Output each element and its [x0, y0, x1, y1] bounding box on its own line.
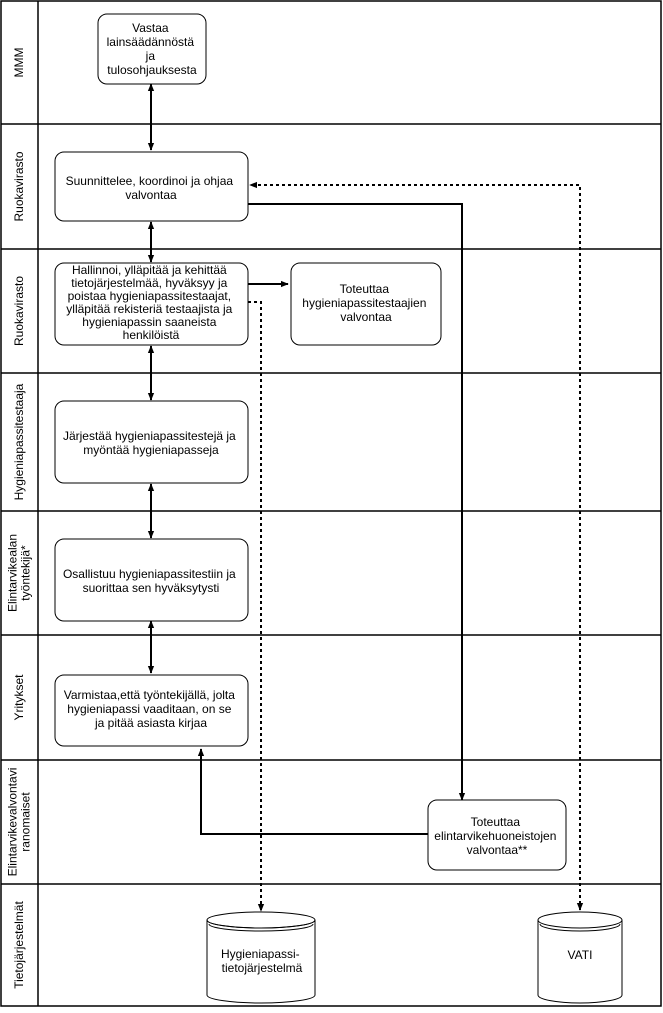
- lane-labels: MMMRuokavirastoRuokavirastoHygieniapassi…: [6, 48, 33, 989]
- vati-db-text: VATI: [568, 948, 593, 962]
- hygieniapassi-db-shape: [206, 911, 316, 1004]
- mmm-box: [97, 13, 207, 85]
- box-texts: Vastaa lainsäädännöstä ja tulosohjaukses…: [63, 21, 593, 975]
- lane-label-mmm: MMM: [12, 48, 26, 78]
- varmistaa-box: [54, 674, 249, 747]
- lane-separators: [1, 123, 661, 885]
- dashed-arrow-hallinnoi-hygieniapassi-db: [248, 301, 265, 912]
- toteuttaa-huoneistot-box-text: Toteuttaa elintarvikehuoneistojen valvon…: [434, 815, 559, 857]
- mmm-box-text: Vastaa lainsäädännöstä ja tulosohjaukses…: [107, 21, 198, 77]
- suunnittelee-box: [54, 151, 249, 222]
- process-boxes: [54, 13, 567, 871]
- jarjestaa-box: [54, 400, 249, 484]
- osallistuu-box-text: Osallistuu hygieniapassitestiin ja suori…: [63, 567, 239, 595]
- toteuttaa-testaajat-box-text: Toteuttaa hygieniapassitestaajien valvon…: [302, 282, 429, 324]
- hallinnoi-box: [54, 262, 249, 346]
- suunnittelee-box-text: Suunnittelee, koordinoi ja ohjaa valvont…: [66, 174, 237, 202]
- toteuttaa-huoneistot-box: [427, 799, 567, 871]
- osallistuu-box: [54, 538, 249, 622]
- jarjestaa-box-text: Järjestää hygieniapassitestejä ja myöntä…: [63, 429, 239, 457]
- lane-label-hygieniapassitestaaja: Hygieniapassitestaaja: [12, 383, 26, 500]
- connectors: [147, 83, 584, 912]
- hallinnoi-box-text: Hallinnoi, ylläpitää ja kehittää tietojä…: [66, 263, 235, 342]
- lane-label-yritykset: Yritykset: [12, 674, 26, 721]
- lane-label-elintarvikealan-tyontekija: Elintarvikealantyöntekijä*: [6, 534, 33, 612]
- hygieniapassi-db-text: Hygieniapassi- tietojärjestelmä: [221, 947, 303, 975]
- lane-label-tietojarjestelmat: Tietojärjestelmät: [12, 901, 26, 989]
- lane-label-ruokavirasto-2: Ruokavirasto: [12, 276, 26, 346]
- dashed-arrow-suunnittelee-vati: [249, 181, 584, 911]
- vati-db-shape: [537, 911, 623, 1004]
- arrow-toteuttaa-huoneistot-varmistaa: [197, 748, 428, 835]
- varmistaa-box-text: Varmistaa,että työntekijällä, jolta hygi…: [64, 688, 239, 730]
- lane-label-ruokavirasto-1: Ruokavirasto: [12, 151, 26, 221]
- toteuttaa-testaajat-box: [290, 262, 442, 346]
- lane-label-elintarvikevalvontaviranomaiset: Elintarvikevalvontaviranomaiset: [6, 768, 33, 877]
